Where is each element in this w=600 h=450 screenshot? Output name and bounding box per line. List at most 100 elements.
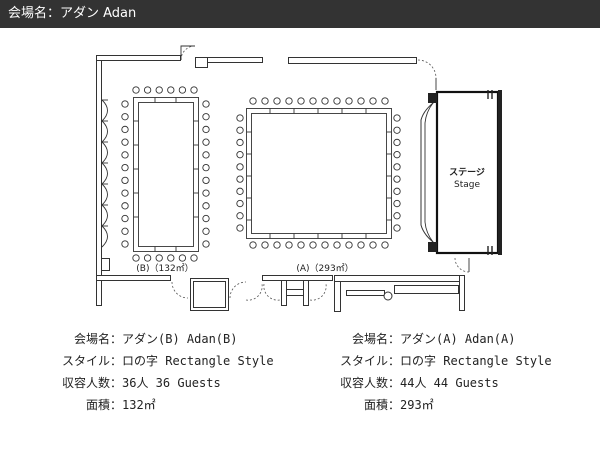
chair bbox=[155, 86, 163, 94]
door-top-right bbox=[417, 59, 437, 79]
chair bbox=[121, 227, 129, 235]
info-value: ロの字 Rectangle Style bbox=[400, 354, 552, 368]
chair bbox=[285, 97, 293, 105]
chair bbox=[121, 151, 129, 159]
stage: ステージ Stage bbox=[420, 90, 502, 255]
chair bbox=[393, 138, 401, 147]
wall-left bbox=[96, 55, 102, 306]
info-label: 収容人数： bbox=[339, 376, 400, 390]
info-label: スタイル： bbox=[339, 354, 400, 368]
chair bbox=[155, 254, 163, 262]
room-a-tables bbox=[246, 108, 392, 239]
chair bbox=[249, 97, 257, 105]
chair bbox=[236, 126, 244, 134]
venue-header: 会場名：アダン Adan bbox=[0, 0, 600, 28]
info-value: 36人 36 Guests bbox=[122, 376, 221, 390]
chair bbox=[393, 199, 401, 208]
chair bbox=[357, 241, 365, 249]
chair bbox=[236, 199, 244, 208]
info-row-venue: 会場名： アダン(A) Adan(A) bbox=[280, 328, 552, 350]
info-value: 44人 44 Guests bbox=[400, 376, 499, 390]
chair bbox=[321, 97, 329, 105]
chair bbox=[261, 241, 269, 249]
chair bbox=[202, 176, 210, 185]
info-row-capacity: 収容人数： 44人 44 Guests bbox=[280, 372, 552, 394]
chair bbox=[121, 189, 129, 197]
chair bbox=[321, 241, 329, 249]
info-value: アダン(B) Adan(B) bbox=[122, 332, 238, 346]
chair bbox=[132, 254, 140, 262]
room-a-chairs bbox=[236, 97, 401, 249]
chair bbox=[132, 86, 140, 94]
chair bbox=[285, 241, 293, 249]
curtains bbox=[101, 99, 108, 248]
chair bbox=[167, 254, 175, 262]
door-below-stage bbox=[454, 257, 470, 273]
chair bbox=[236, 163, 244, 171]
door-bottom-2 bbox=[229, 281, 247, 299]
chair bbox=[178, 86, 187, 94]
chair bbox=[261, 97, 269, 105]
chair bbox=[236, 138, 244, 147]
door-frames bbox=[180, 45, 470, 272]
chair bbox=[190, 254, 198, 262]
stage-wall-ticks bbox=[487, 90, 493, 255]
room-a-table-dividers bbox=[246, 108, 392, 239]
info-value: アダン(A) Adan(A) bbox=[400, 332, 516, 346]
curtain-swag bbox=[101, 99, 108, 122]
chair bbox=[393, 175, 401, 183]
stage-label-ja: ステージ bbox=[449, 167, 485, 178]
curtain-swag bbox=[101, 162, 108, 185]
chair bbox=[297, 97, 305, 105]
stage-platform bbox=[435, 90, 500, 255]
chair bbox=[381, 241, 389, 249]
info-label: 面積： bbox=[85, 398, 122, 412]
chair bbox=[345, 97, 353, 105]
door-bottom-1 bbox=[171, 281, 189, 299]
info-row-venue: 会場名： アダン(B) Adan(B) bbox=[0, 328, 274, 350]
chair bbox=[297, 241, 305, 249]
chair bbox=[202, 240, 210, 248]
stage-apron-inner bbox=[424, 102, 434, 243]
room-b-info: 会場名： アダン(B) Adan(B) スタイル： ロの字 Rectangle … bbox=[0, 328, 274, 416]
chair bbox=[178, 254, 187, 262]
chair bbox=[121, 125, 129, 134]
info-label: 面積： bbox=[363, 398, 400, 412]
chair bbox=[202, 163, 210, 172]
chair bbox=[249, 241, 257, 249]
curtain-swag bbox=[101, 183, 108, 206]
floor-plan: ステージ Stage (B)（132㎡） (A)（293㎡） bbox=[96, 45, 502, 312]
info-row-area: 面積： 293㎡ bbox=[280, 394, 552, 416]
chair bbox=[393, 163, 401, 171]
wall-right bbox=[498, 90, 502, 255]
door-bottom-4 bbox=[263, 283, 281, 301]
chair bbox=[121, 113, 129, 121]
info-row-style: スタイル： ロの字 Rectangle Style bbox=[280, 350, 552, 372]
chair bbox=[190, 86, 198, 94]
chair bbox=[121, 214, 129, 223]
curtain-swag bbox=[101, 120, 108, 143]
pillar-bar bbox=[286, 289, 304, 296]
chair bbox=[202, 113, 210, 121]
room-b-table-outer bbox=[133, 97, 199, 252]
chair bbox=[202, 189, 210, 197]
chair bbox=[273, 241, 281, 249]
chair bbox=[393, 126, 401, 134]
chair bbox=[167, 86, 175, 94]
stage-stairs-top bbox=[428, 93, 437, 103]
wall-bottom-right-post bbox=[334, 281, 341, 312]
walls bbox=[96, 55, 465, 312]
wall-bottom-right-fixture bbox=[383, 291, 393, 301]
chair bbox=[121, 176, 129, 185]
stage-apron bbox=[420, 92, 438, 253]
info-label: スタイル： bbox=[61, 354, 122, 368]
wall-top-mid bbox=[207, 57, 263, 63]
chair bbox=[121, 202, 129, 210]
chair bbox=[393, 187, 401, 195]
chair bbox=[393, 151, 401, 159]
chair bbox=[309, 241, 317, 249]
chair bbox=[333, 241, 341, 249]
chair bbox=[236, 114, 244, 122]
room-b-chairs bbox=[121, 86, 210, 262]
chair bbox=[143, 254, 152, 262]
